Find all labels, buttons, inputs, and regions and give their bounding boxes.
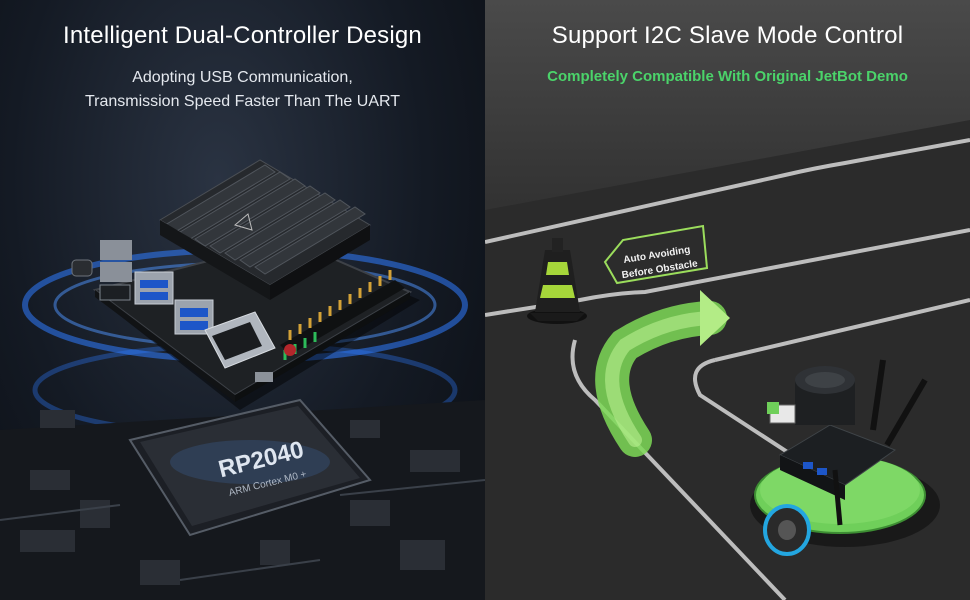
left-title: Intelligent Dual-Controller Design [63, 22, 422, 49]
gpio-header [280, 270, 405, 360]
jetson-nano-board [71, 159, 420, 410]
left-panel-dual-controller: RP2040 ARM Cortex M0 + [0, 0, 485, 600]
left-subtitle-line2: Transmission Speed Faster Than The UART [84, 93, 401, 110]
heatsink [159, 159, 371, 300]
left-subtitle-line1: Adopting USB Communication, [132, 69, 353, 86]
traffic-cone [527, 238, 587, 324]
road-scene-illustration: Auto Avoiding Before Obstacle [485, 120, 970, 600]
dual-controller-illustration: RP2040 ARM Cortex M0 + [0, 159, 485, 600]
right-subtitle: Completely Compatible With Original JetB… [547, 68, 908, 85]
right-title: Support I2C Slave Mode Control [551, 22, 904, 49]
micro-usb-port [255, 372, 273, 382]
usb-ports [71, 240, 214, 335]
path-arrow [595, 290, 730, 457]
capacitor [284, 344, 296, 356]
auto-avoid-sign [603, 224, 709, 285]
jetbot-robot [750, 359, 940, 556]
ethernet-port [204, 311, 276, 369]
road-lines [485, 138, 970, 600]
right-panel-i2c-mode: Auto Avoiding Before Obstacle [485, 0, 970, 600]
rp2040-chip [128, 398, 372, 537]
